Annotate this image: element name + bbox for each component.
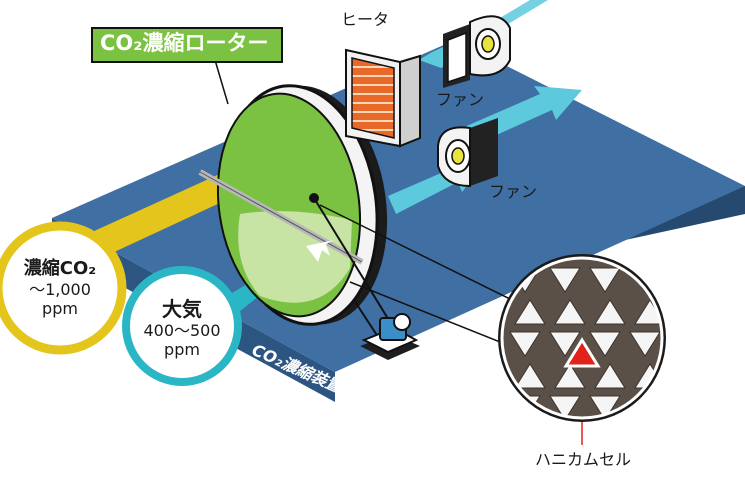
fan-bottom-label: ファン xyxy=(489,182,538,201)
drive-belt xyxy=(313,197,391,341)
heater-icon xyxy=(345,48,421,148)
concentrated-co2-callout: 濃縮CO₂ ～1,000 ppm xyxy=(4,238,116,338)
concentrated-co2-title: 濃縮CO₂ xyxy=(23,258,97,280)
co2-concentration-rotor xyxy=(198,84,388,326)
atmosphere-unit: ppm xyxy=(164,340,200,360)
motor-icon xyxy=(360,313,420,360)
atmosphere-title: 大気 xyxy=(162,297,202,322)
heater-label: ヒータ xyxy=(341,10,390,29)
fan-icon-bottom xyxy=(437,118,498,188)
atmosphere-value: 400～500 xyxy=(143,321,221,341)
honeycomb-label: ハニカムセル xyxy=(535,450,632,469)
rotor-title-tag xyxy=(91,27,283,63)
rotor-title-label: CO₂濃縮ローター xyxy=(100,31,269,55)
concentrated-co2-unit: ppm xyxy=(42,299,78,318)
callout-circles xyxy=(0,221,242,386)
honeycomb-icon xyxy=(498,254,666,422)
rotation-arrow-icon xyxy=(306,240,334,262)
fan-top-label: ファン xyxy=(436,90,485,109)
atmosphere-callout: 大気 400～500 ppm xyxy=(130,280,234,376)
fan-icon-top xyxy=(443,15,511,88)
concentrated-co2-value: ～1,000 xyxy=(29,280,91,299)
